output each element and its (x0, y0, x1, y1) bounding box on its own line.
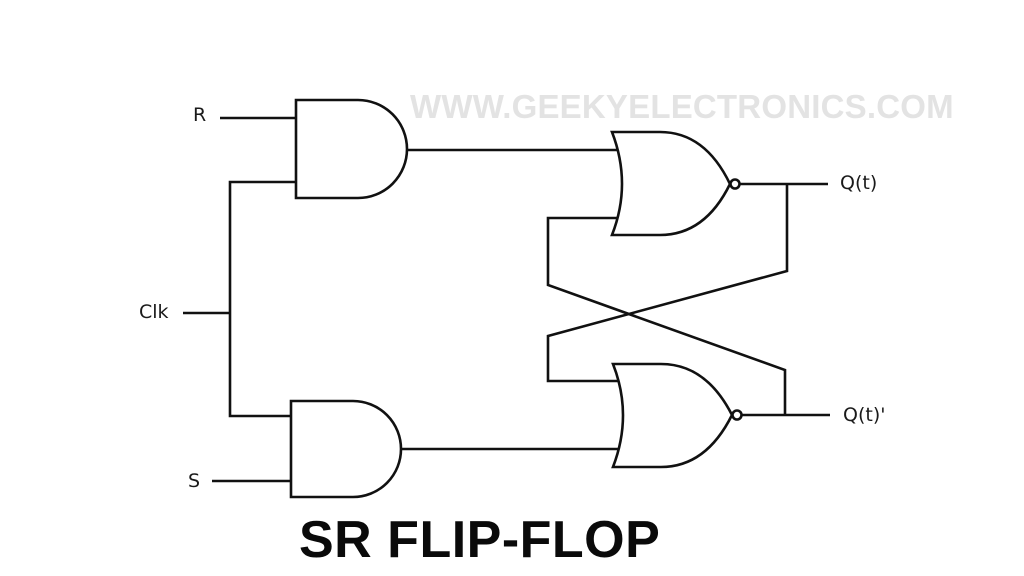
label-clk: Clk (139, 301, 169, 323)
wire-clk-bus (228, 180, 296, 418)
diagram-title: SR FLIP-FLOP (299, 511, 661, 569)
watermark-text: WWW.GEEKYELECTRONICS.COM (410, 88, 954, 125)
label-q-output: Q(t) (840, 172, 878, 194)
wire-feedback-qbar-to-nor-top (546, 216, 787, 415)
nor-gate-bottom (611, 362, 734, 469)
and-gate-top (294, 98, 409, 200)
nor-bottom-bubble (731, 409, 743, 421)
label-r: R (193, 104, 207, 126)
label-q-bar-output: Q(t)' (843, 404, 886, 426)
and-gate-bottom (289, 399, 403, 499)
wire-feedback-q-to-nor-bottom (546, 184, 789, 383)
nor-gate-top (610, 130, 732, 237)
nor-top-bubble (729, 178, 741, 190)
label-s: S (188, 470, 201, 492)
